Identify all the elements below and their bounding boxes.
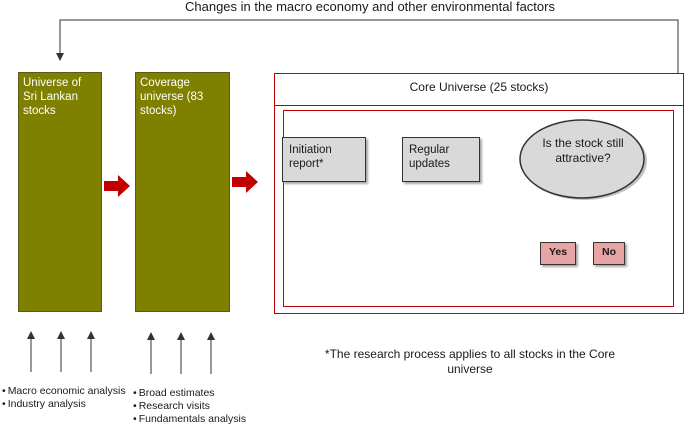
no-box: No <box>593 242 625 265</box>
list-item: Fundamentals analysis <box>133 413 273 426</box>
environment-label: Changes in the macro economy and other e… <box>185 0 555 14</box>
list-item: Macro economic analysis <box>2 385 142 398</box>
yes-label: Yes <box>548 246 568 258</box>
universe-box: Universe of Sri Lankan stocks <box>18 72 102 312</box>
list-item: Broad estimates <box>133 387 273 400</box>
footnote: *The research process applies to all sto… <box>324 347 616 376</box>
core-universe-title: Core Universe (25 stocks) <box>409 80 549 94</box>
no-label: No <box>602 246 616 258</box>
question-oval <box>519 119 647 200</box>
research-inputs-list: Broad estimates Research visits Fundamen… <box>133 387 273 426</box>
yes-box: Yes <box>540 242 576 265</box>
macro-inputs-list: Macro economic analysis Industry analysi… <box>2 385 142 411</box>
question-label: Is the stock still attractive? <box>542 136 624 165</box>
universe-label: Universe of Sri Lankan stocks <box>23 77 82 117</box>
initiation-report-box: Initiation report* <box>282 137 366 182</box>
core-process-frame <box>283 110 674 307</box>
red-arrow-universe-to-coverage <box>104 175 130 197</box>
initiation-report-label: Initiation report* <box>289 144 332 170</box>
coverage-box: Coverage universe (83 stocks) <box>135 72 230 312</box>
coverage-label: Coverage universe (83 stocks) <box>140 77 204 117</box>
list-item: Industry analysis <box>2 398 142 411</box>
core-universe-header: Core Universe (25 stocks) <box>274 73 684 106</box>
regular-updates-box: Regular updates <box>402 137 480 182</box>
list-item: Research visits <box>133 400 273 413</box>
regular-updates-label: Regular updates <box>409 144 450 170</box>
red-arrow-coverage-to-core <box>232 171 258 193</box>
